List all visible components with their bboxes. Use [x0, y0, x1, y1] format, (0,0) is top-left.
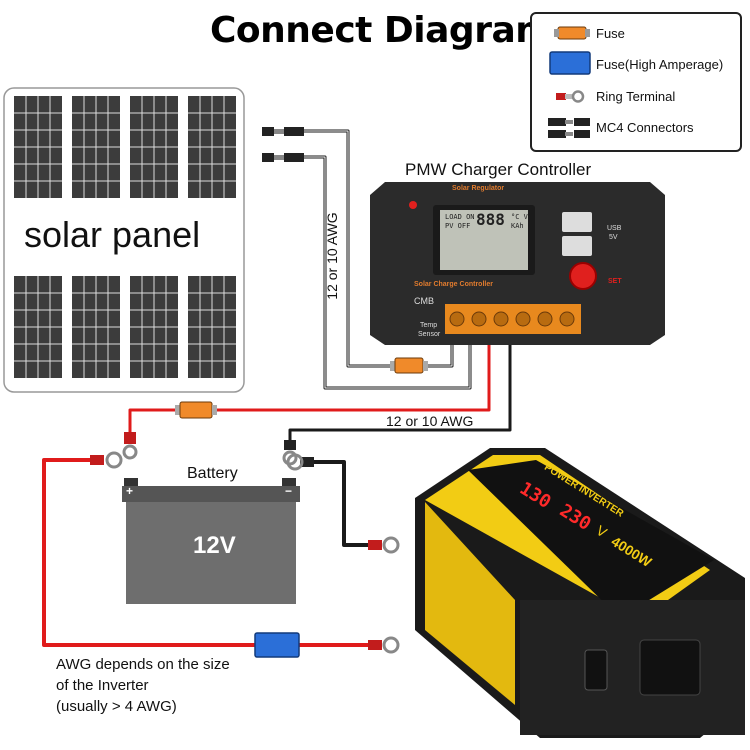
terminal-screw	[493, 311, 509, 327]
terminal-screw	[559, 311, 575, 327]
ring-terminals-controller	[122, 432, 298, 466]
terminal-screw	[515, 311, 531, 327]
terminal-screw	[471, 311, 487, 327]
controller-top-label: Solar Regulator	[452, 185, 505, 192]
lcd-unit2: KAh	[511, 222, 524, 230]
mc4-connectors	[262, 127, 304, 162]
battery-voltage: 12V	[193, 532, 236, 559]
awg-note: AWG depends on the size of the Inverter …	[56, 654, 230, 717]
charge-controller	[370, 182, 665, 345]
controller-title: PMW Charger Controller	[405, 160, 592, 179]
controller-usb-v: 5V	[609, 234, 618, 241]
panel-wires	[304, 129, 472, 390]
legend-label-fuse: Fuse	[596, 26, 625, 41]
awg-note-line3: (usually > 4 AWG)	[56, 698, 177, 715]
battery-plus: +	[126, 484, 134, 498]
controller-set: SET	[608, 278, 622, 285]
legend-label-ring-terminal: Ring Terminal	[596, 89, 676, 104]
inverter-ring-terminals	[90, 451, 400, 654]
lcd-digits: 888	[476, 210, 505, 229]
fuse-icon	[554, 26, 590, 40]
diagram-title: Connect Diagram	[210, 10, 553, 51]
legend-label-high-amperage-fuse: Fuse(High Amperage)	[596, 57, 724, 72]
battery-label: Battery	[187, 465, 238, 482]
set-button	[569, 262, 597, 290]
battery	[122, 478, 300, 604]
terminal-screw	[537, 311, 553, 327]
inverter-wires	[42, 458, 375, 647]
battery-wires	[128, 337, 512, 448]
lcd-pv: PV OFF	[445, 222, 471, 230]
high-amperage-fuse-icon	[549, 51, 591, 75]
legend-icons	[548, 26, 591, 138]
lcd-unit1: °C V	[511, 213, 528, 221]
legend-label-mc4: MC4 Connectors	[596, 120, 694, 135]
controller-temp: Temp	[420, 322, 438, 329]
controller-bottom-label: Solar Charge Controller	[414, 281, 493, 288]
terminal-screw	[449, 311, 465, 327]
controller-usb: USB	[607, 225, 622, 232]
power-inverter	[415, 448, 745, 738]
controller-sensor: Sensor	[418, 331, 441, 338]
legend: Fuse Fuse(High Amperage) Ring Terminal M…	[530, 12, 742, 152]
awg-note-line2: of the Inverter	[56, 677, 149, 694]
high-amperage-fuse	[254, 632, 300, 658]
solar-panel-label: solar panel	[24, 214, 201, 255]
lcd-load: LOAD ON	[445, 213, 475, 221]
awg-note-line1: AWG depends on the size	[56, 656, 230, 673]
awg-label-horizontal: 12 or 10 AWG	[386, 413, 474, 429]
mc4-connector-icon	[548, 118, 590, 138]
awg-label-vertical: 12 or 10 AWG	[324, 212, 340, 300]
battery-minus: −	[285, 484, 293, 498]
solar-panel	[3, 87, 245, 393]
ring-terminal-icon	[556, 90, 585, 103]
controller-cmb: CMB	[414, 296, 434, 306]
battery-fuse	[175, 401, 217, 419]
panel-fuse	[390, 357, 428, 374]
